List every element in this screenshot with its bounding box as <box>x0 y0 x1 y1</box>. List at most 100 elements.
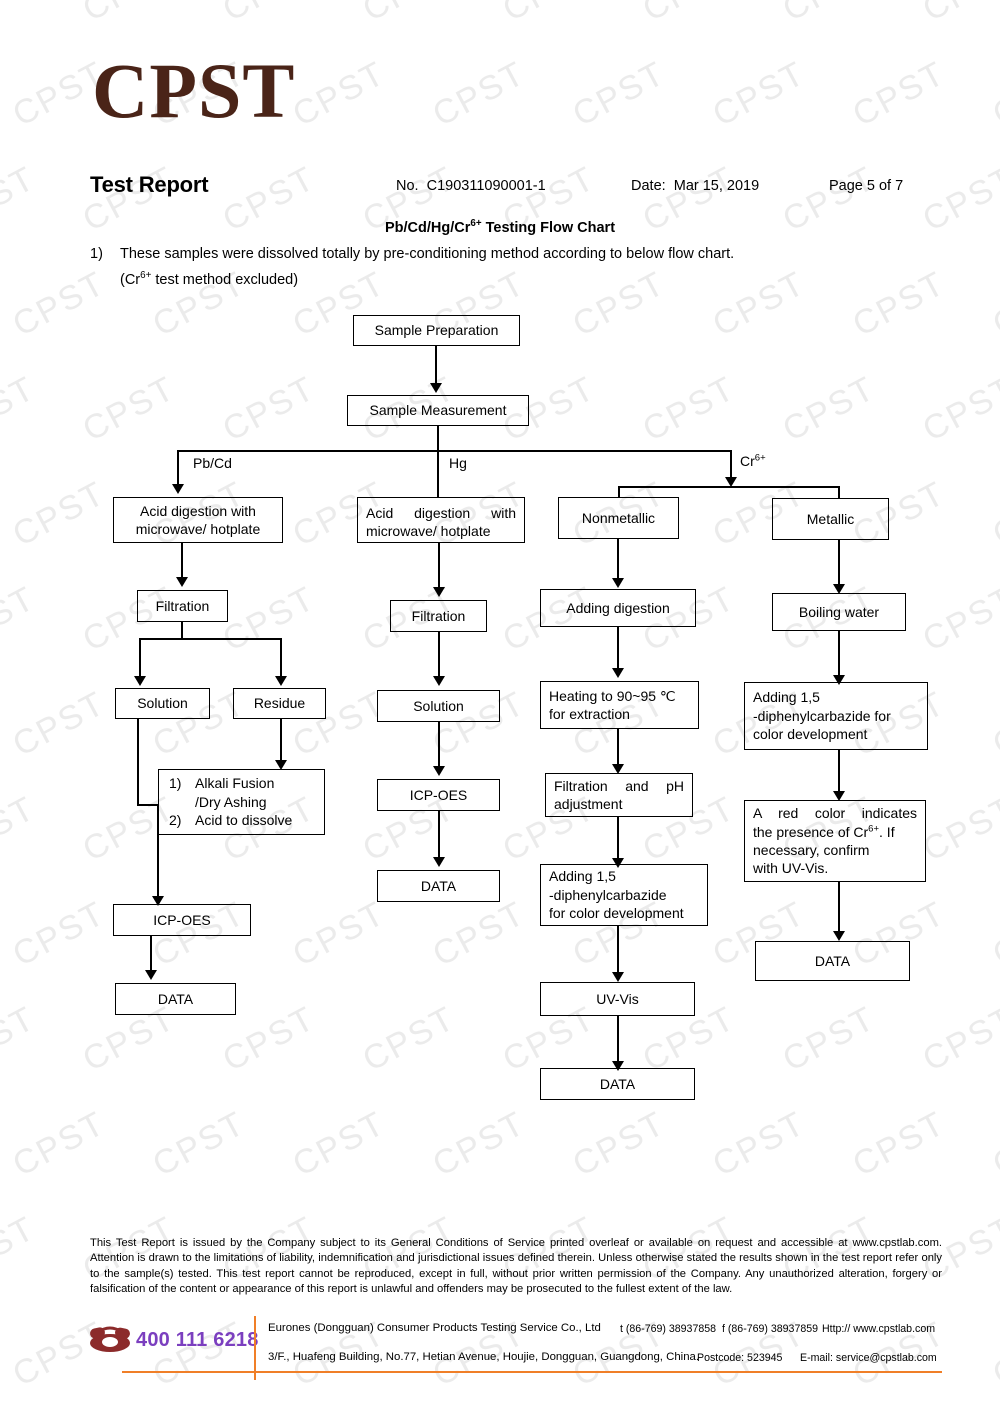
arrow-nonmetallic-digestion <box>612 578 624 588</box>
hg-acid-digestion-line-1: Acid digestion with <box>366 505 516 521</box>
arrow-m-dpc <box>833 675 845 685</box>
flow-chart-title-sup: 6+ <box>470 218 482 230</box>
note-line-2-pre: (Cr <box>120 272 141 288</box>
connector-hg-solution-to-icp <box>438 722 440 767</box>
cpst-logo: CPST <box>92 47 296 134</box>
flow-chart-title: Pb/Cd/Hg/Cr6+ Testing Flow Chart <box>0 218 1000 236</box>
m-red-line-2: the presence of Cr6+. If <box>753 823 917 841</box>
report-date: Date: Mar 15, 2019 <box>631 178 759 194</box>
footer-company-name: Eurones (Dongguan) Consumer Products Tes… <box>268 1322 601 1334</box>
nm-heating-line-1: Heating to 90~95 ℃ <box>549 687 676 704</box>
footer-telephone: t (86-769) 38937858 <box>620 1323 717 1335</box>
arrow-solution-to-icp <box>152 896 164 906</box>
connector-nm-digestion-to-heating <box>617 627 619 669</box>
m-dpc-line-3: color development <box>753 726 868 743</box>
m-red-line-3: necessary, confirm <box>753 842 870 858</box>
connector-solution-down <box>137 719 139 805</box>
connector-nonmetallic-to-digestion <box>617 539 619 579</box>
footer-website[interactable]: Http:// www.cpstlab.com <box>822 1323 936 1335</box>
node-pbcd-data: DATA <box>115 983 236 1015</box>
note-line-2-post: test method excluded) <box>151 272 299 288</box>
branch-label-cr: Cr6+ <box>740 453 766 469</box>
m-red-line-2-pre: the presence of Cr <box>753 823 869 840</box>
arrow-m-result <box>833 791 845 801</box>
connector-cr-to-metallic <box>838 486 840 498</box>
page-title: Test Report <box>90 172 209 197</box>
footer-email[interactable]: E-mail: service@cpstlab.com <box>800 1352 937 1364</box>
report-date-label: Date: <box>631 178 666 194</box>
node-hg-data: DATA <box>377 870 500 902</box>
node-m-dpc: Adding 1,5 -diphenylcarbazide for color … <box>744 682 928 750</box>
disclaimer-text: This Test Report is issued by the Compan… <box>90 1237 942 1296</box>
arrow-pbcd <box>172 484 184 494</box>
m-red-line-2-sup: 6+ <box>868 822 880 834</box>
connector-solution-trunk <box>157 804 159 900</box>
fusion-step-2-number: 2) <box>169 812 182 829</box>
node-cr-nonmetallic: Nonmetallic <box>558 497 679 539</box>
node-m-boiling-water: Boiling water <box>772 593 906 631</box>
arrow-nm-data <box>612 1061 624 1071</box>
fusion-step-2-text: Acid to dissolve <box>195 812 293 829</box>
footer-postcode: Postcode: 523945 <box>697 1352 783 1364</box>
node-hg-acid-digestion: Acid digestion with microwave/ hotplate <box>357 497 525 543</box>
connector-pbcd-digest-to-filtration <box>181 543 183 578</box>
connector-cr-to-nonmetallic <box>618 486 620 498</box>
footer-fax: f (86-769) 38937859 <box>722 1323 819 1335</box>
connector-cr-drop <box>730 450 732 478</box>
connector-m-dpc-to-result <box>838 750 840 792</box>
node-pbcd-solution: Solution <box>115 688 210 719</box>
footer-vertical-divider <box>254 1316 256 1380</box>
connector-pbcd-icp-to-data <box>150 936 152 971</box>
node-nm-uv-vis: UV-Vis <box>540 982 695 1016</box>
report-number-label: No. <box>396 178 419 194</box>
connector-nm-filtration-to-dpc <box>617 817 619 859</box>
connector-m-result-to-data <box>838 882 840 932</box>
node-nm-filtration-ph: Filtration and pH adjustment <box>545 773 693 817</box>
phone-icon <box>90 1326 130 1352</box>
nm-dpc-line-3: for color development <box>549 905 684 922</box>
connector-hg-icp-to-data <box>438 811 440 858</box>
node-hg-filtration: Filtration <box>390 600 487 632</box>
node-hg-solution: Solution <box>377 690 500 722</box>
m-dpc-line-1: Adding 1,5 <box>753 689 820 706</box>
connector-prep-to-measure <box>435 346 437 384</box>
note-line-2: (Cr6+ test method excluded) <box>120 271 299 288</box>
node-nm-dpc: Adding 1,5 -diphenylcarbazide for color … <box>540 864 708 926</box>
footer-horizontal-rule <box>122 1371 942 1373</box>
branch-label-pbcd: Pb/Cd <box>193 455 232 471</box>
arrow-hg-icp <box>433 766 445 776</box>
connector-measure-down <box>437 426 439 451</box>
arrow-hg-data <box>433 857 445 867</box>
connector-m-boiling-to-dpc <box>838 631 840 676</box>
arrow-pbcd-filtration <box>176 577 188 587</box>
fusion-step-1-text: Alkali Fusion <box>195 775 275 792</box>
arrow-hg-solution <box>433 676 445 686</box>
node-nm-data: DATA <box>540 1068 695 1100</box>
report-date-value: Mar 15, 2019 <box>673 178 760 194</box>
arrow-prep-to-measure <box>430 383 442 393</box>
node-hg-icp-oes: ICP-OES <box>377 779 500 811</box>
nm-filtration-line-1: Filtration and pH <box>554 777 684 794</box>
connector-pbcd-to-residue <box>280 638 282 677</box>
m-red-line-1: A red color indicates <box>753 805 917 822</box>
connector-pbcd-to-solution <box>139 638 141 677</box>
connector-hg-digest-to-filtration <box>438 543 440 588</box>
node-pbcd-filtration: Filtration <box>137 590 228 622</box>
connector-pbcd-split-bus <box>139 638 281 640</box>
arrow-nm-dpc <box>612 858 624 868</box>
connector-pbcd-drop <box>177 450 179 485</box>
connector-metallic-to-boiling <box>838 540 840 585</box>
node-sample-measurement: Sample Measurement <box>347 395 529 426</box>
arrow-nm-heating <box>612 668 624 678</box>
flow-chart-title-post: Testing Flow Chart <box>481 220 616 236</box>
connector-cr-bus <box>618 486 840 488</box>
connector-nm-uvvis-to-data <box>617 1016 619 1062</box>
node-sample-preparation: Sample Preparation <box>353 315 520 346</box>
nm-dpc-line-2: -diphenylcarbazide <box>549 886 667 903</box>
arrow-pbcd-data <box>145 970 157 980</box>
node-m-red-color-result: A red color indicates the presence of Cr… <box>744 800 926 882</box>
node-pbcd-residue: Residue <box>233 688 326 719</box>
